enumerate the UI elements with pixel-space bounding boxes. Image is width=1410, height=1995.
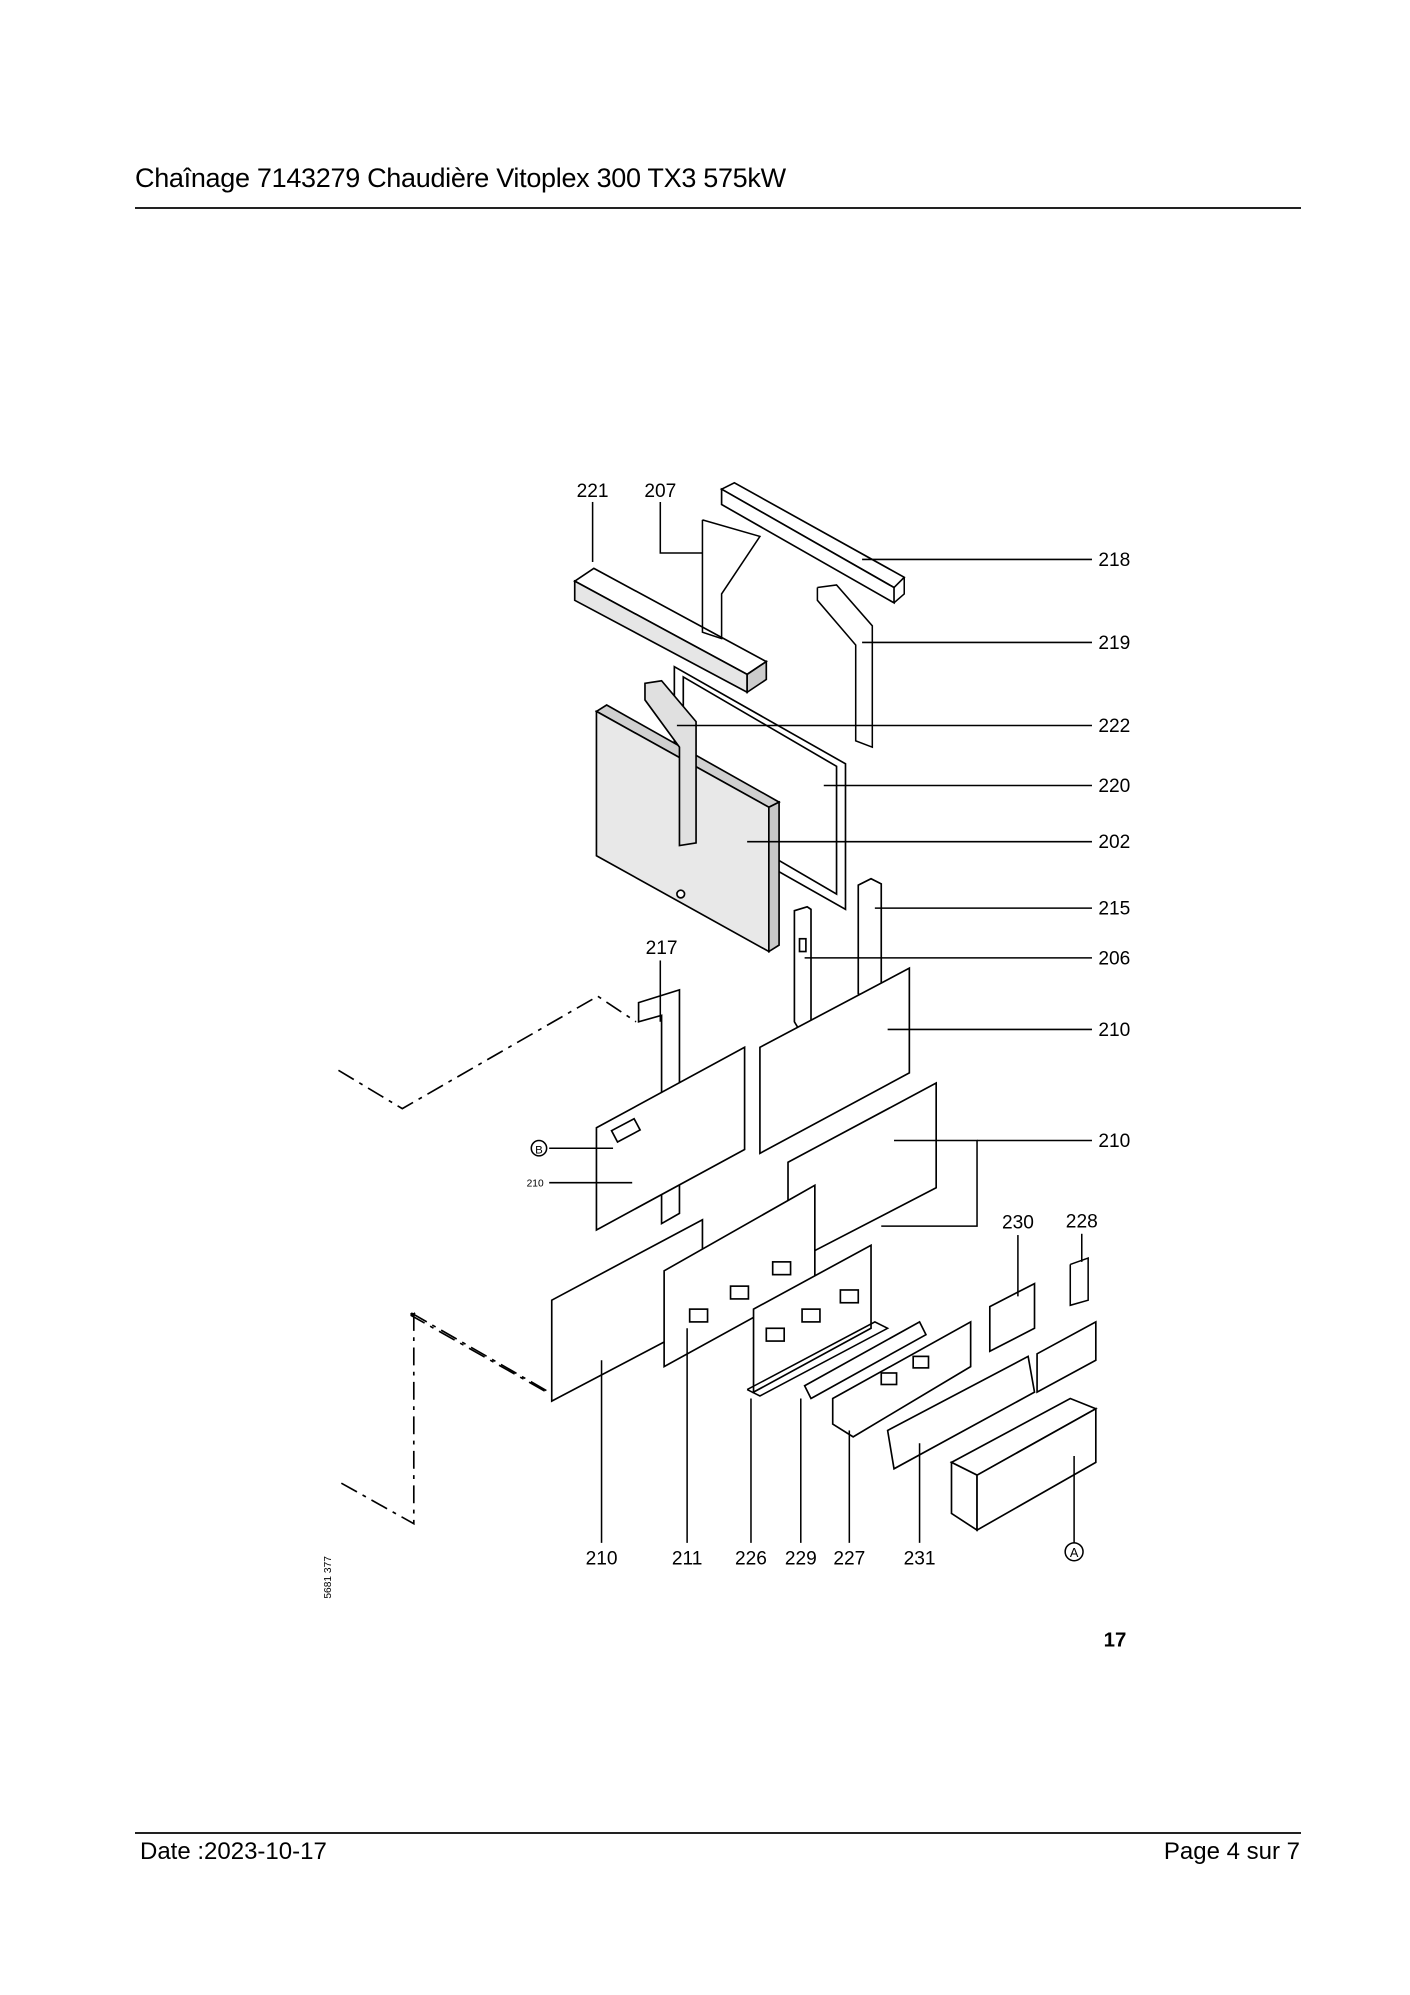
connection-dash-lines: [338, 995, 637, 1526]
part-cover-strip: [1036, 1320, 1097, 1394]
callout-210-small: 210: [527, 1179, 544, 1190]
part-226-tray: [746, 1243, 890, 1397]
callout-210: 210: [1098, 1020, 1130, 1041]
part-231-strip: [886, 1355, 1036, 1471]
part-218-top-profile: [719, 481, 906, 605]
leader-lines: [549, 501, 1092, 1543]
footer-date: Date :2023-10-17: [140, 1838, 327, 1865]
part-211-panel: [663, 1183, 816, 1369]
callout-229: 229: [785, 1549, 817, 1570]
callout-210: 210: [586, 1549, 618, 1570]
part-219-bracket: [816, 584, 874, 749]
footer-page-number: Page 4 sur 7: [1163, 1838, 1300, 1865]
callout-220: 220: [1098, 776, 1130, 797]
callout-215: 215: [1098, 898, 1130, 919]
drawing-number: 5681 377: [323, 1556, 334, 1599]
footer-divider: [135, 1832, 1301, 1834]
callout-226: 226: [735, 1549, 767, 1570]
part-227-bar: [831, 1320, 972, 1438]
callout-202: 202: [1098, 832, 1130, 853]
part-221-insulation-bar: [573, 567, 768, 694]
callout-210: 210: [1098, 1131, 1130, 1152]
callout-206: 206: [1098, 948, 1130, 969]
part-222-insulation-piece: [644, 679, 697, 847]
callout-231: 231: [904, 1549, 936, 1570]
part-230-bracket: [988, 1282, 1036, 1353]
callout-230: 230: [1002, 1213, 1034, 1234]
callout-211: 211: [672, 1549, 703, 1570]
section-number: 17: [1104, 1629, 1127, 1651]
callout-219: 219: [1098, 633, 1130, 654]
header-divider: [135, 207, 1301, 209]
part-228-clip: [1069, 1256, 1089, 1307]
callout-A: A: [1070, 1545, 1079, 1560]
callout-B-circle: [530, 1139, 548, 1157]
document-title: Chaînage 7143279 Chaudière Vitoplex 300 …: [135, 163, 786, 193]
callout-B: B: [535, 1144, 543, 1156]
callout-207: 207: [644, 481, 676, 502]
part-229-strip: [803, 1320, 928, 1400]
part-210-panel: [759, 966, 911, 1155]
callout-222: 222: [1098, 716, 1130, 737]
callout-227: 227: [833, 1549, 865, 1570]
callout-228: 228: [1066, 1211, 1098, 1232]
part-215-upright: [857, 877, 883, 1002]
callout-217: 217: [646, 938, 678, 959]
callout-218: 218: [1098, 550, 1130, 571]
part-A-control-unit: [949, 1397, 1098, 1532]
part-207-bracket: [701, 519, 762, 640]
part-206-upright: [793, 905, 812, 1030]
part-210-panel-left: [595, 1045, 746, 1232]
callout-221: 221: [577, 481, 609, 502]
callout-A-circle: [1064, 1542, 1084, 1562]
